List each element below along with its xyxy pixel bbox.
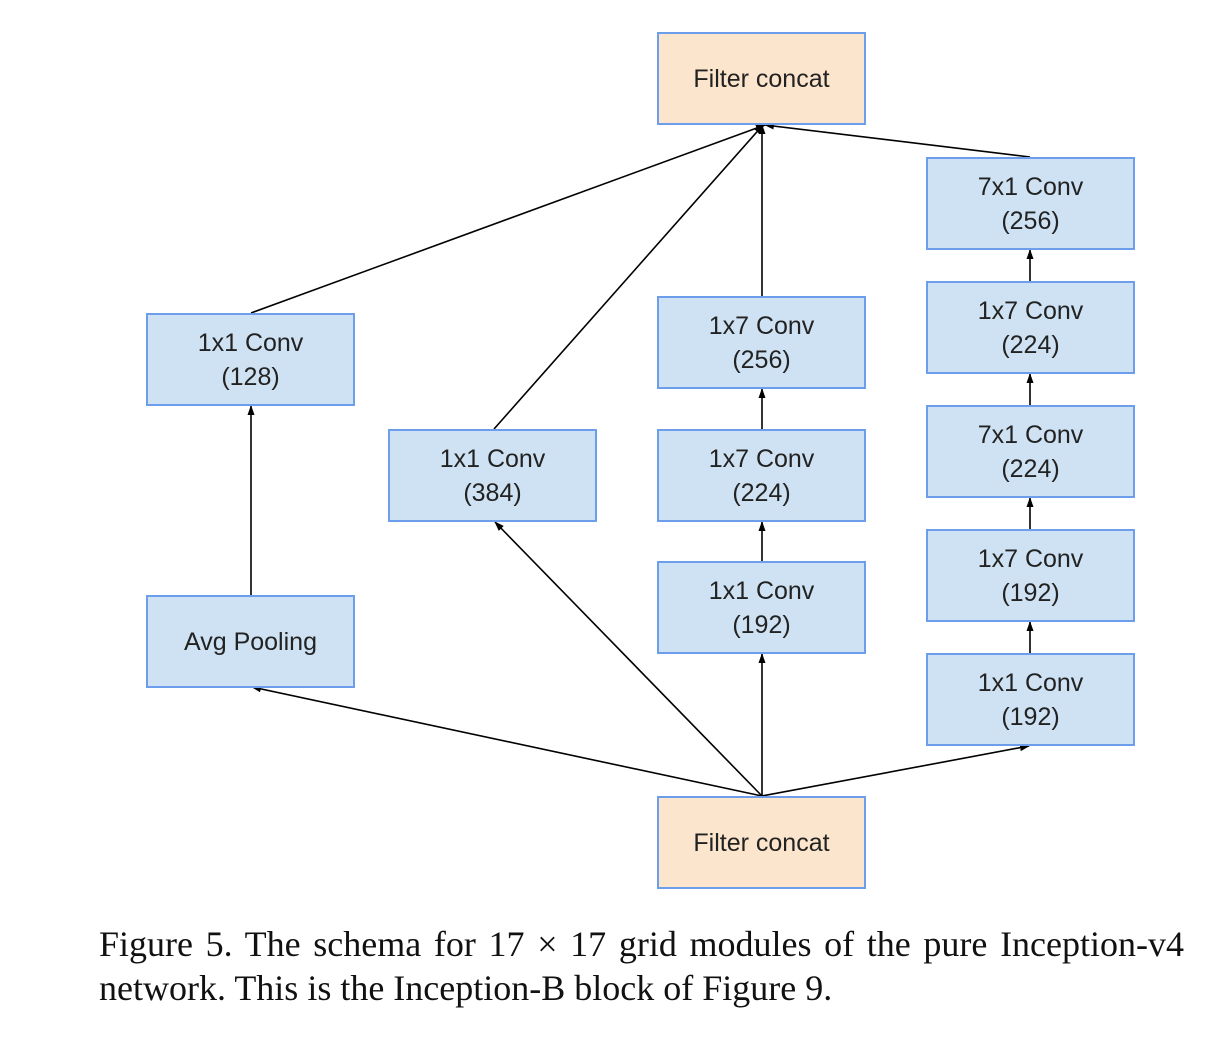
node-label: 1x7 Conv [708,444,815,473]
branch4-conv-1x7-224-node: 1x7 Conv (224) [926,281,1135,374]
branch1-conv-1x1-node: 1x1 Conv (128) [146,313,355,406]
node-filters: (256) [732,345,791,374]
node-label: 1x1 Conv [708,576,815,605]
branch4-conv-1x1-node: 1x1 Conv (192) [926,653,1135,746]
branch4-conv-7x1-224-node: 7x1 Conv (224) [926,405,1135,498]
branch3-conv-1x7-256-node: 1x7 Conv (256) [657,296,866,389]
avg-pooling-node: Avg Pooling [146,595,355,688]
node-filters: (256) [1001,206,1060,235]
node-label: 1x7 Conv [708,311,815,340]
node-label: Avg Pooling [184,627,317,656]
edge-bottom-concat-to-avg-pool [251,685,763,797]
node-label: 1x7 Conv [977,296,1084,325]
node-filters: (128) [221,362,280,391]
node-label: 1x7 Conv [977,544,1084,573]
branch3-conv-1x7-224-node: 1x7 Conv (224) [657,429,866,522]
node-filters: (384) [463,478,522,507]
node-filters: (192) [1001,578,1060,607]
bottom-filter-concat-node: Filter concat [657,796,866,889]
node-label: Filter concat [693,828,830,857]
node-filters: (192) [732,610,791,639]
edge-bottom-concat-to-b2-conv [494,521,763,797]
edge-bottom-concat-to-b4-conv1 [761,744,1030,797]
node-label: 1x1 Conv [977,668,1084,697]
node-filters: (224) [1001,330,1060,359]
node-filters: (224) [732,478,791,507]
edge-b2-conv-to-top-concat [493,124,764,430]
branch4-conv-1x7-192-node: 1x7 Conv (192) [926,529,1135,622]
node-label: 7x1 Conv [977,172,1084,201]
branch4-conv-7x1-256-node: 7x1 Conv (256) [926,157,1135,250]
edge-b4-conv5-to-top-concat [764,122,1031,158]
branch3-conv-1x1-node: 1x1 Conv (192) [657,561,866,654]
top-filter-concat-node: Filter concat [657,32,866,125]
edge-b1-conv-to-top-concat [250,124,766,314]
node-filters: (224) [1001,454,1060,483]
node-label: 1x1 Conv [197,328,304,357]
node-label: 1x1 Conv [439,444,546,473]
figure-caption: Figure 5. The schema for 17 × 17 grid mo… [99,924,1184,1008]
diagram-edges [247,122,1034,797]
node-filters: (192) [1001,702,1060,731]
node-label: 7x1 Conv [977,420,1084,449]
branch2-conv-1x1-node: 1x1 Conv (384) [388,429,597,522]
node-label: Filter concat [693,64,830,93]
